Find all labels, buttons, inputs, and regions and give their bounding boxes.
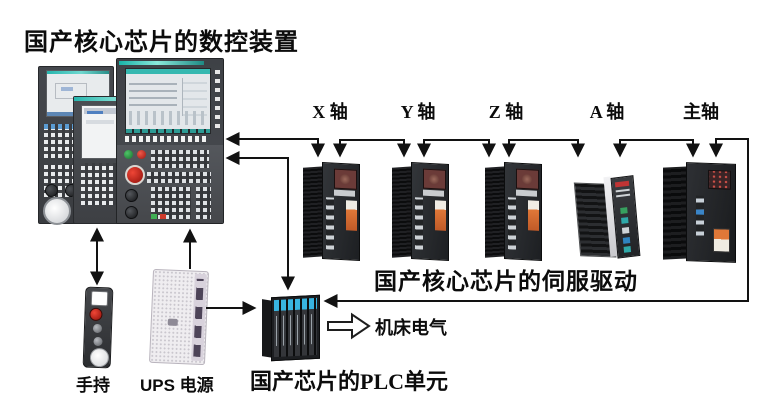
spindle-drive: [663, 162, 736, 263]
axis-label-y: Y 轴: [400, 102, 436, 122]
servo-drive-a: [573, 175, 641, 262]
link-z-to-a-drive: [502, 139, 585, 158]
handheld-red-button: [89, 307, 103, 322]
machine-electric-arrow: [327, 312, 371, 340]
servo-drive-z: [485, 162, 542, 261]
ups-unit: [148, 268, 210, 366]
cnc-main-green-button: [124, 150, 133, 159]
plc-unit: [262, 294, 320, 362]
axis-label-x: X 轴: [312, 102, 348, 122]
plc-caption: 国产芯片的PLC单元: [250, 369, 449, 394]
axis-label-spindle: 主轴: [683, 102, 719, 122]
cnc-main-red-button: [137, 150, 146, 159]
servo-drive-y: [392, 162, 449, 261]
cnc-main-keys-d: [196, 187, 211, 219]
cnc-main-tiny-green: [151, 214, 157, 219]
cnc-main-keys-c: [151, 187, 191, 219]
handheld-wheel: [89, 347, 110, 368]
cnc-main-softkey-row: [125, 136, 209, 142]
cnc-main-keys-a: [151, 150, 209, 168]
diagram-title: 国产核心芯片的数控装置: [24, 30, 299, 56]
cnc-main-tiny-red: [160, 214, 166, 219]
cnc-left-knob-1: [45, 184, 58, 197]
link-y-to-z-drive: [417, 139, 496, 158]
cnc-panel-main: [116, 58, 224, 224]
cnc-left-handwheel: [43, 197, 71, 225]
handheld-caption: 手持: [76, 376, 110, 395]
link-cnc-to-x-drive: [225, 132, 325, 158]
cnc-main-knob-2: [125, 206, 138, 219]
ups-caption: UPS 电源: [140, 376, 214, 395]
link-a-to-spindle-drive: [613, 139, 700, 158]
servo-drive-x: [303, 162, 360, 261]
link-cnc-to-plc: [225, 151, 295, 291]
cnc-main-knob-1: [125, 189, 138, 202]
cnc-main-side-buttons: [215, 70, 220, 128]
machine-electric-caption: 机床电气: [375, 318, 447, 338]
link-x-to-y-drive: [333, 139, 411, 158]
emergency-stop-button: [125, 165, 145, 185]
cnc-main-keys-b: [147, 172, 211, 183]
handheld-unit: [82, 286, 114, 369]
axis-label-z: Z 轴: [488, 102, 524, 122]
axis-label-a: A 轴: [589, 102, 625, 122]
cnc-main-screen: [125, 68, 211, 134]
handheld-window: [90, 290, 109, 307]
servo-caption: 国产核心芯片的伺服驱动: [374, 269, 638, 294]
